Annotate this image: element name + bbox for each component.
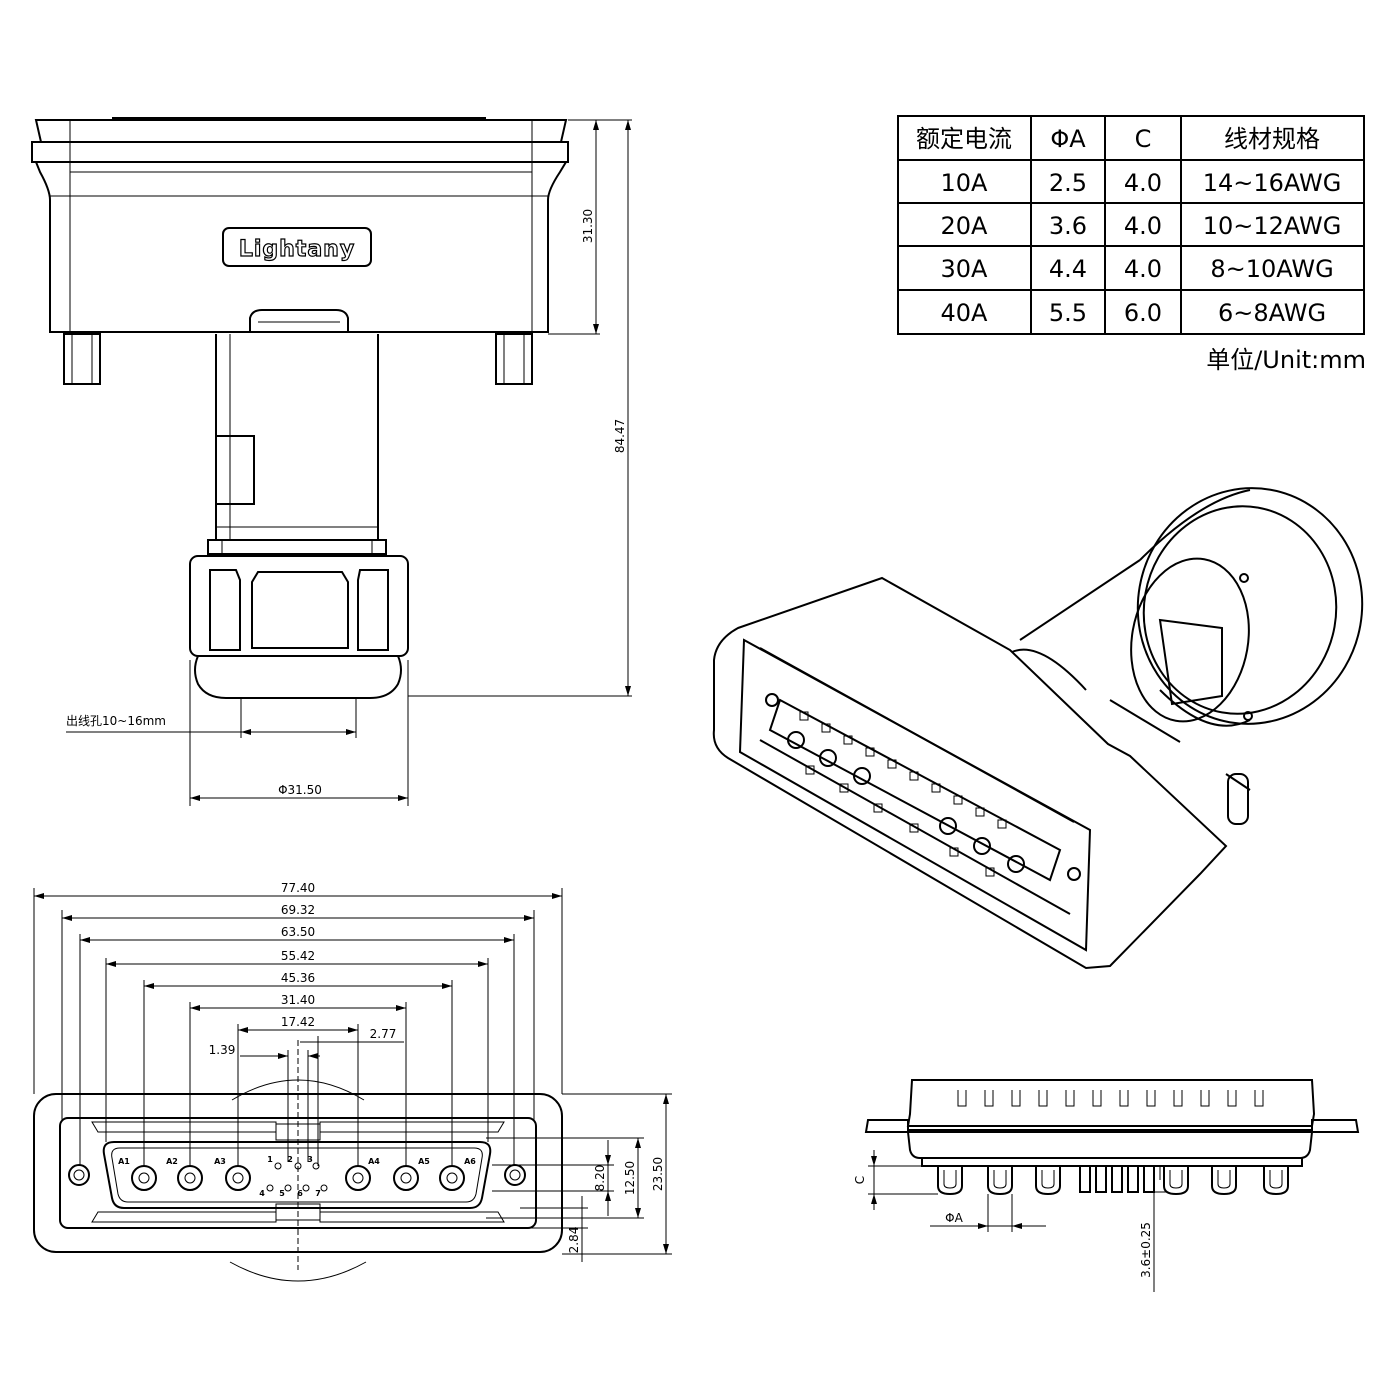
dim-small-right: 2.77 xyxy=(370,1027,397,1041)
pin-label-6: 6 xyxy=(297,1189,303,1198)
pin-label-a3: A3 xyxy=(214,1157,226,1166)
table-header-current: 额定电流 xyxy=(916,125,1012,153)
table-cell: 5.5 xyxy=(1049,299,1087,327)
table-header-wire: 线材规格 xyxy=(1224,125,1320,153)
side-view: C ΦA 3.6±0.25 xyxy=(853,1079,1360,1292)
table-header-c: C xyxy=(1135,125,1152,153)
pin-label-a1: A1 xyxy=(118,1157,130,1166)
pin-label-4: 4 xyxy=(259,1189,265,1198)
table-cell: 4.0 xyxy=(1124,255,1162,283)
isometric-view xyxy=(712,487,1364,970)
table-cell: 10~12AWG xyxy=(1203,212,1342,240)
pin-label-7: 7 xyxy=(315,1189,321,1198)
dim-c: C xyxy=(853,1176,867,1184)
table-cell: 30A xyxy=(941,255,989,283)
side-view-contacts xyxy=(937,1165,1289,1196)
table-cell: 4.4 xyxy=(1049,255,1087,283)
dim-tail: 3.6±0.25 xyxy=(1139,1222,1153,1278)
table-cell: 6.0 xyxy=(1124,299,1162,327)
front-view: A1 A2 A3 A4 A5 A6 1 2 3 4 5 6 7 77.40 xyxy=(33,881,672,1282)
table-cell: 4.0 xyxy=(1124,169,1162,197)
pin-label-a6: A6 xyxy=(464,1157,476,1166)
dim-bottom: 2.84 xyxy=(567,1227,581,1254)
dim-diameter: Φ31.50 xyxy=(278,783,322,797)
table-cell: 8~10AWG xyxy=(1210,255,1333,283)
table-cell: 14~16AWG xyxy=(1203,169,1342,197)
pin-label-2: 2 xyxy=(287,1155,293,1164)
pin-label-5: 5 xyxy=(279,1189,285,1198)
table-header-phi-a: ΦA xyxy=(1050,125,1086,153)
dim-width-6: 31.40 xyxy=(281,993,315,1007)
table-cell: 40A xyxy=(941,299,989,327)
dim-width-4: 55.42 xyxy=(281,949,315,963)
pin-label-a2: A2 xyxy=(166,1157,178,1166)
table-cell: 20A xyxy=(941,212,989,240)
isometric-pin-row xyxy=(787,731,1025,873)
unit-label: 单位/Unit:mm xyxy=(1206,346,1366,374)
top-view: Lightany 31.30 xyxy=(31,117,632,806)
dim-width-3: 63.50 xyxy=(281,925,315,939)
dim-width-2: 69.32 xyxy=(281,903,315,917)
dim-total-height: 84.47 xyxy=(613,419,627,453)
logo-text: Lightany xyxy=(239,237,355,262)
dim-small-left: 1.39 xyxy=(209,1043,236,1057)
spec-table: 额定电流 ΦA C 线材规格 10A 2.5 4.0 14~16AWG 20A … xyxy=(897,115,1365,335)
pin-label-3: 3 xyxy=(307,1155,313,1164)
isometric-contact-slots xyxy=(799,711,1007,877)
pin-label-1: 1 xyxy=(267,1155,273,1164)
dim-height-2: 12.50 xyxy=(623,1161,637,1195)
table-cell: 4.0 xyxy=(1124,212,1162,240)
dim-height-3: 23.50 xyxy=(651,1157,665,1191)
signal-pins xyxy=(266,1162,328,1192)
dim-width-7: 17.42 xyxy=(281,1015,315,1029)
dim-phi-a: ΦA xyxy=(945,1211,963,1225)
pin-label-a4: A4 xyxy=(368,1157,380,1166)
dim-width-5: 45.36 xyxy=(281,971,315,985)
dim-body-height: 31.30 xyxy=(581,209,595,243)
dim-height-1: 8.20 xyxy=(593,1165,607,1192)
table-cell: 6~8AWG xyxy=(1218,299,1326,327)
dim-cable-hole: 出线孔10~16mm xyxy=(66,714,166,728)
pin-label-a5: A5 xyxy=(418,1157,430,1166)
dim-width-1: 77.40 xyxy=(281,881,315,895)
side-view-slots xyxy=(957,1090,1264,1107)
table-cell: 3.6 xyxy=(1049,212,1087,240)
table-cell: 10A xyxy=(941,169,989,197)
table-cell: 2.5 xyxy=(1049,169,1087,197)
